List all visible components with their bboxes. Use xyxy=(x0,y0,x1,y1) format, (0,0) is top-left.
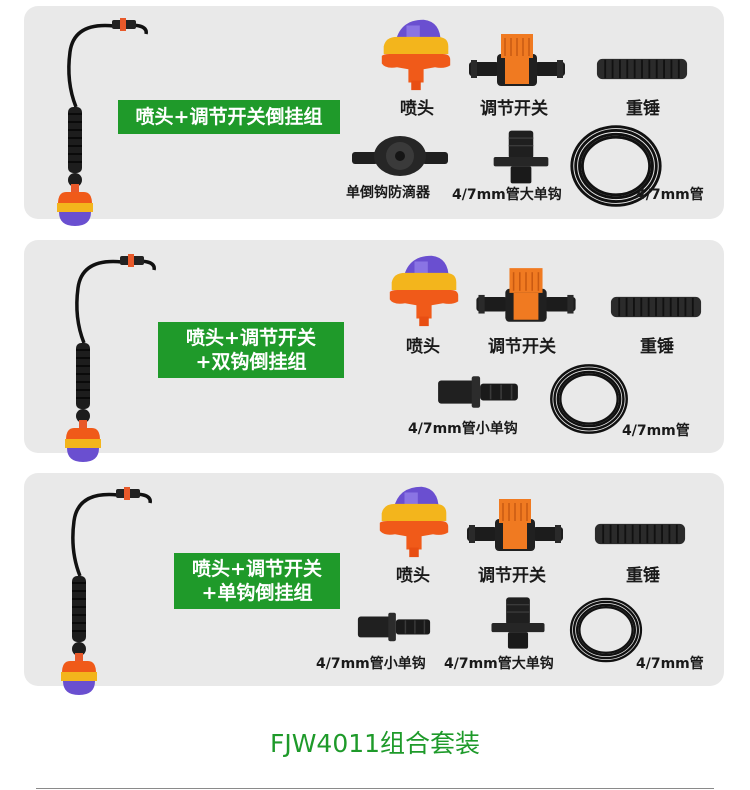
hanging-sprinkler-assembly xyxy=(62,248,172,468)
banner-line-1: 喷头+调节开关倒挂组 xyxy=(135,106,323,128)
label-tube: 4/7mm管 xyxy=(622,423,690,439)
label-weight: 重锤 xyxy=(640,337,674,357)
label-small-hook: 4/7mm管小单钩 xyxy=(408,421,518,437)
nozzle-icon xyxy=(378,16,454,92)
label-valve: 调节开关 xyxy=(480,99,548,119)
banner-line-1: 喷头+调节开关 xyxy=(186,327,316,349)
weight-icon xyxy=(610,294,702,320)
product-panel-3: 喷头+调节开关 +单钩倒挂组 喷头 调节开关 重锤 4/7mm管小单钩 4/7m… xyxy=(24,473,724,686)
tube-coil-icon xyxy=(548,354,630,444)
label-anti-drip: 单倒钩防滴器 xyxy=(346,185,430,201)
nozzle-icon xyxy=(386,252,462,328)
page-title: FJW4011组合套装 xyxy=(269,729,481,758)
weight-icon xyxy=(594,521,686,547)
label-weight: 重锤 xyxy=(626,566,660,586)
weight-icon xyxy=(596,56,688,82)
banner-line-1: 喷头+调节开关 xyxy=(192,558,322,580)
valve-icon xyxy=(474,266,578,328)
banner-line-2: +双钩倒挂组 xyxy=(195,351,307,373)
kit-banner: 喷头+调节开关 +单钩倒挂组 xyxy=(174,553,340,609)
label-valve: 调节开关 xyxy=(488,337,556,357)
label-tube: 4/7mm管 xyxy=(636,656,704,672)
kit-banner: 喷头+调节开关 +双钩倒挂组 xyxy=(158,322,344,378)
label-nozzle: 喷头 xyxy=(406,337,440,357)
valve-icon xyxy=(466,32,568,92)
banner-line-2: +单钩倒挂组 xyxy=(201,582,313,604)
valve-icon xyxy=(464,497,566,557)
label-big-hook: 4/7mm管大单钩 xyxy=(452,187,562,203)
label-big-hook: 4/7mm管大单钩 xyxy=(444,656,554,672)
label-weight: 重锤 xyxy=(626,99,660,119)
big-hook-icon xyxy=(486,595,550,651)
product-panel-1: 喷头+调节开关倒挂组 喷头 调节开关 重锤 单倒钩防滴器 4/7mm管大单钩 4… xyxy=(24,6,724,219)
big-hook-icon xyxy=(488,128,554,186)
small-hook-icon xyxy=(436,370,520,412)
kit-banner: 喷头+调节开关倒挂组 xyxy=(118,100,340,134)
label-small-hook: 4/7mm管小单钩 xyxy=(316,656,426,672)
tube-coil-icon xyxy=(568,589,644,671)
hanging-sprinkler-assembly xyxy=(58,481,168,701)
divider xyxy=(36,788,714,789)
product-panel-2: 喷头+调节开关 +双钩倒挂组 喷头 调节开关 重锤 4/7mm管小单钩 4/7m… xyxy=(24,240,724,453)
small-hook-icon xyxy=(356,607,432,645)
nozzle-icon xyxy=(376,483,452,559)
label-nozzle: 喷头 xyxy=(396,566,430,586)
anti-drip-icon xyxy=(350,134,450,178)
label-tube: 4/7mm管 xyxy=(636,187,704,203)
label-valve: 调节开关 xyxy=(478,566,546,586)
label-nozzle: 喷头 xyxy=(400,99,434,119)
